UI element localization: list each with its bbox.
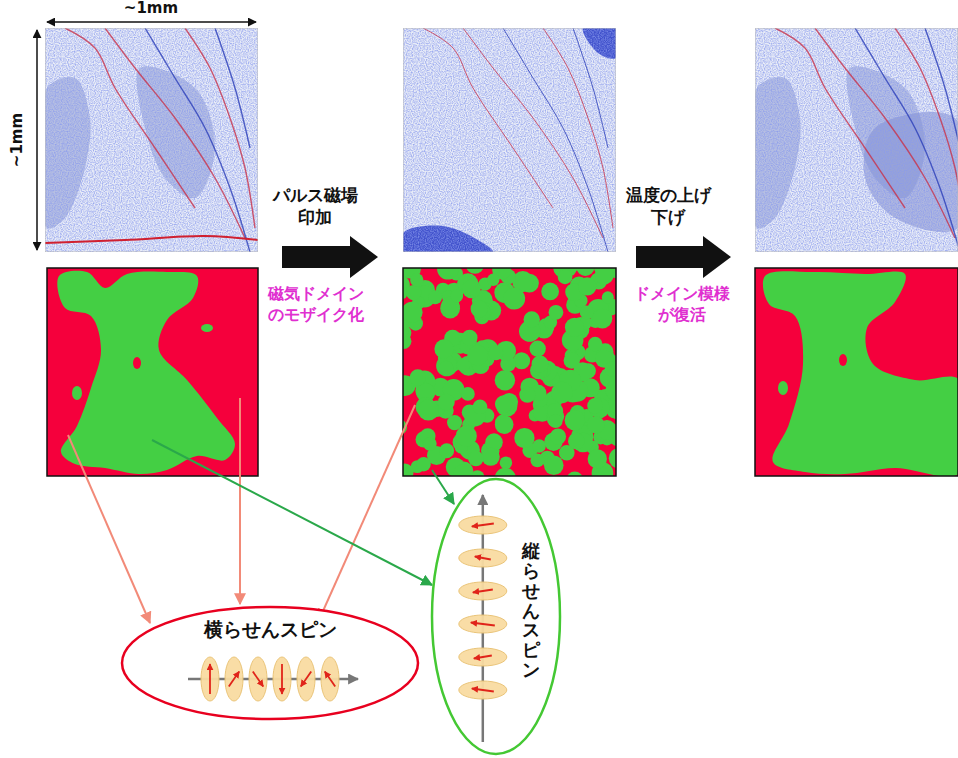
leader-line (319, 405, 415, 620)
node-title: 縦らせんスピン (522, 541, 540, 680)
block-arrow (282, 236, 378, 278)
spin-ellipse: 縦らせんスピン (430, 477, 562, 756)
microscope-image (755, 28, 958, 252)
spin-illustration (459, 495, 507, 742)
leader-line (68, 435, 150, 623)
dimension-arrow (47, 21, 256, 23)
result-label: 磁気ドメイン のモザイク化 (268, 284, 364, 326)
spin-illustration (188, 657, 358, 701)
spin-ellipse: 横らせんスピン (120, 605, 420, 721)
node-title: 横らせんスピン (120, 617, 420, 643)
leader-line (432, 470, 454, 504)
microscope-image (403, 28, 616, 252)
block-arrow (636, 236, 731, 278)
step-label: 温度の上げ 下げ (626, 184, 711, 228)
dimension-label: ~1mm (124, 0, 178, 19)
domain-map (47, 268, 258, 476)
microscope-image (45, 28, 258, 252)
leader-line (152, 440, 432, 585)
domain-map (388, 255, 629, 490)
domain-map (755, 268, 958, 477)
ellipse-outline (430, 477, 562, 756)
dimension-label: ~1mm (8, 113, 28, 167)
dimension-arrow (36, 30, 38, 250)
step-label: パルス磁場 印加 (273, 184, 358, 228)
leader-line (239, 398, 241, 604)
result-label: ドメイン模様 が復活 (634, 284, 730, 326)
